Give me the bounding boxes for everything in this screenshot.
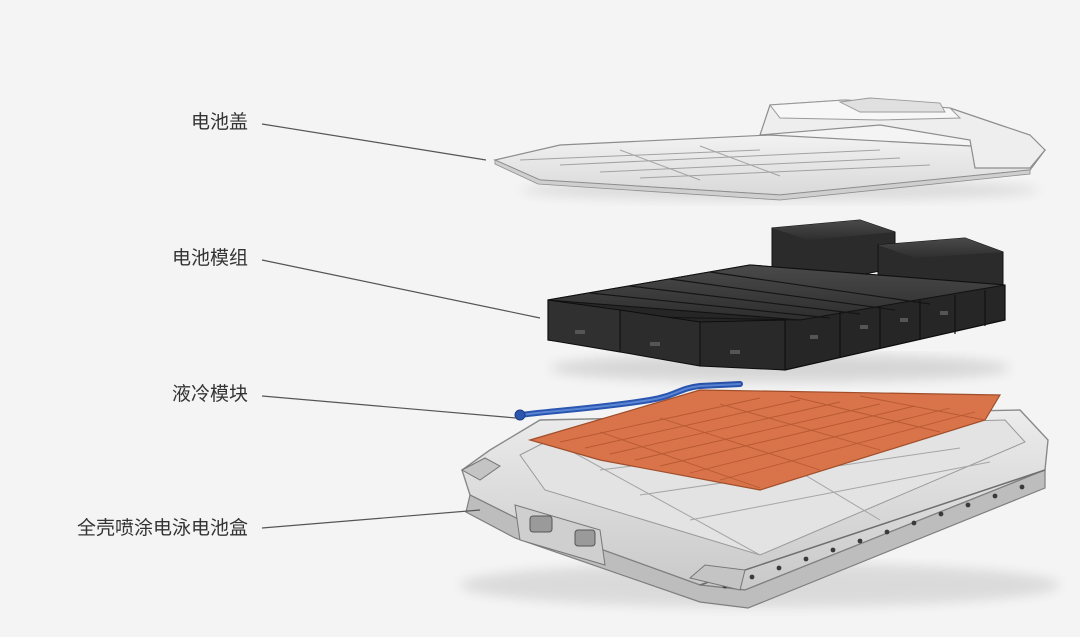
label-liquid-cooling-module: 液冷模块 xyxy=(171,383,248,405)
battery-cover xyxy=(493,97,1047,201)
leader-line-cooling xyxy=(261,395,517,419)
label-battery-modules: 电池模组 xyxy=(171,247,248,269)
leader-line-cover xyxy=(261,123,487,161)
battery-modules xyxy=(547,219,1010,382)
leader-line-modules xyxy=(261,259,541,319)
leader-line-housing xyxy=(261,509,481,529)
liquid-cooling-module xyxy=(514,381,1002,491)
label-battery-housing: 全壳喷涂电泳电池盒 xyxy=(76,517,248,539)
label-battery-cover: 电池盖 xyxy=(190,111,248,133)
